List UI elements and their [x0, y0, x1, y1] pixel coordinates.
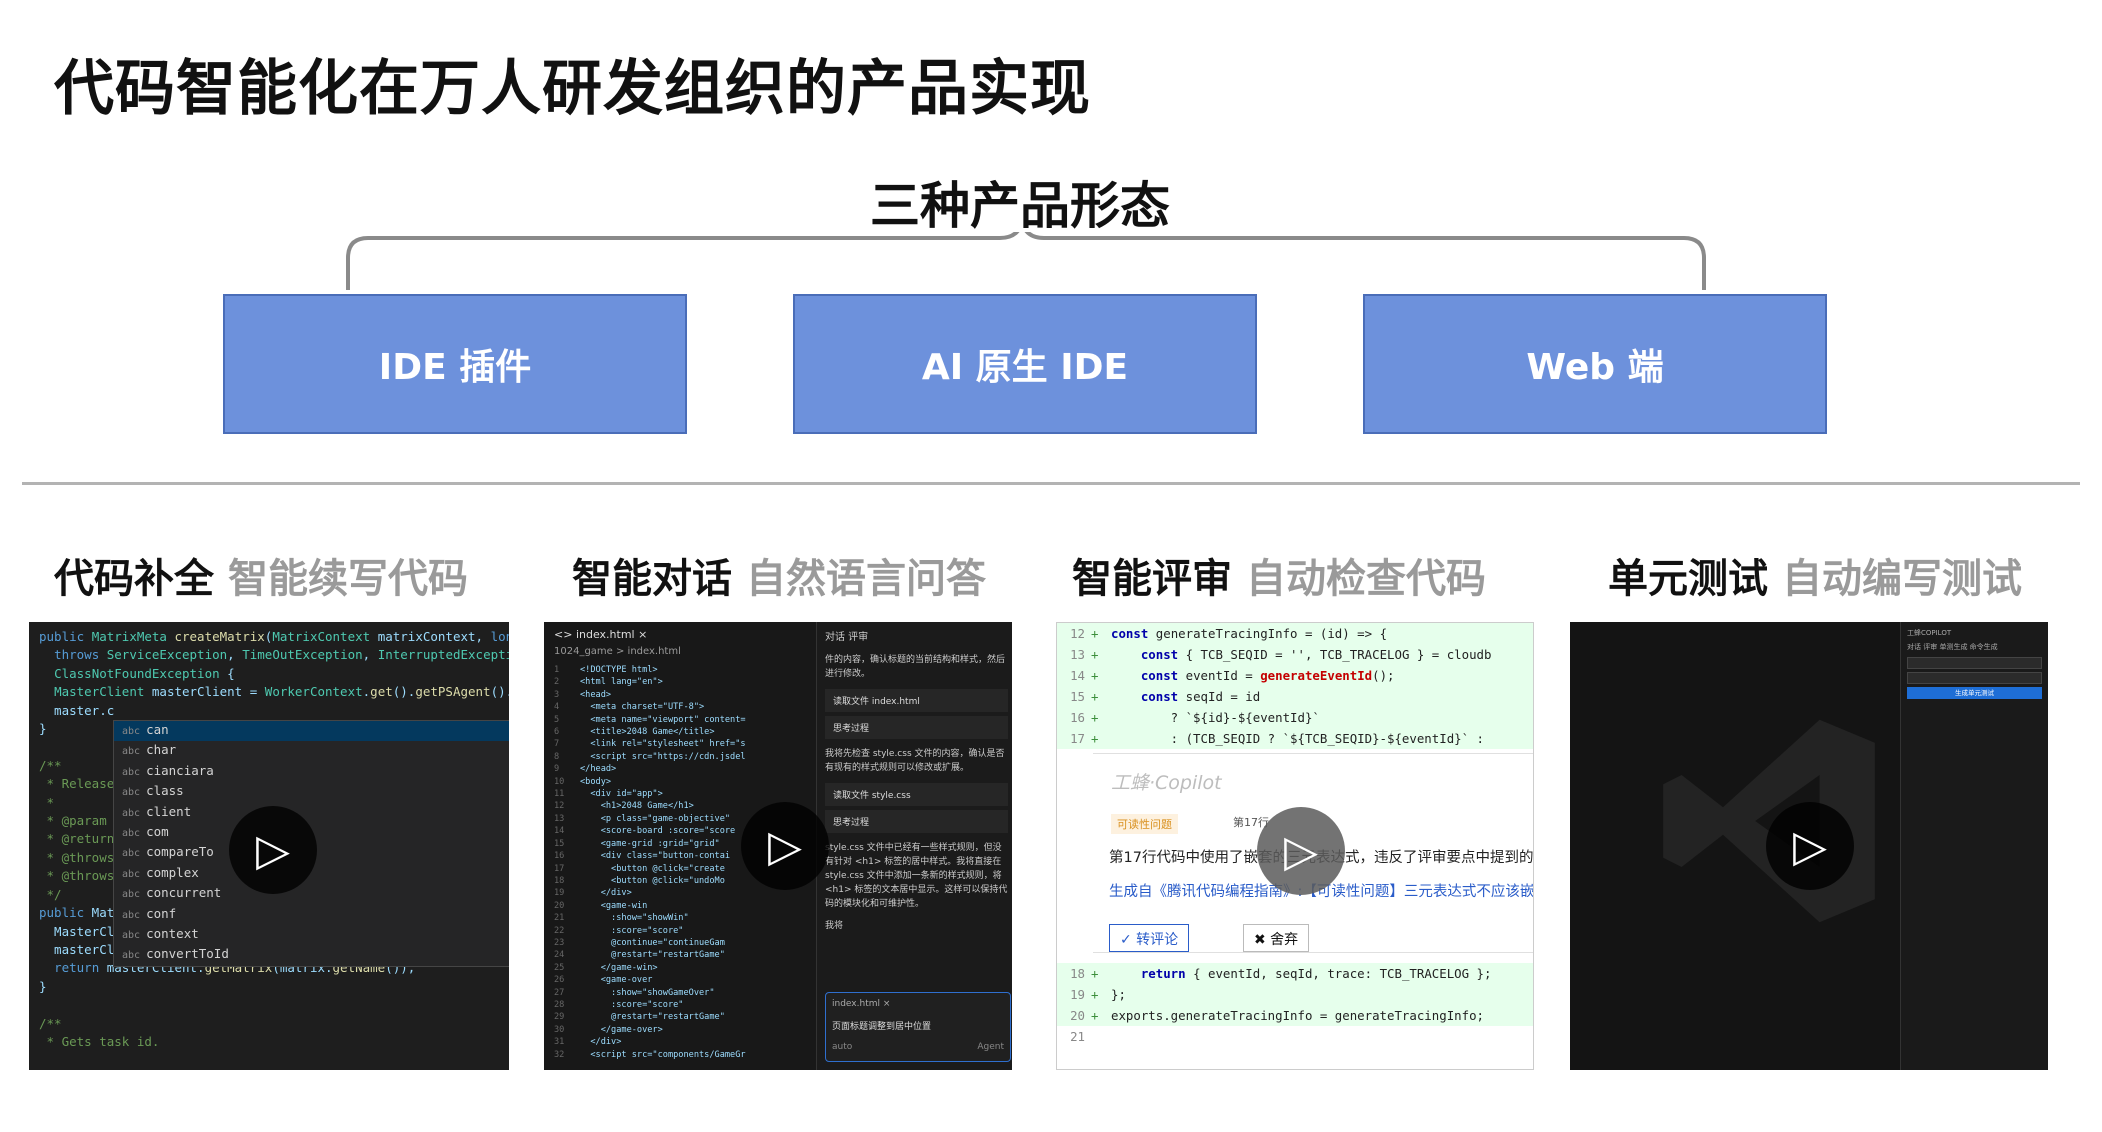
video-unit-test[interactable]: 工蜂COPILOT 对话 评审 单测生成 命令生成 生成单元测试 ▷ — [1570, 622, 2048, 1070]
play-icon[interactable]: ▷ — [741, 802, 829, 890]
vscode-logo-icon — [1663, 719, 1875, 923]
chat-tabs[interactable]: 对话 评审 — [825, 632, 869, 643]
feature-label-completion: 代码补全智能续写代码 — [54, 556, 468, 602]
form-web: Web 端 — [1363, 294, 1827, 434]
breadcrumb: 1024_game > index.html — [554, 646, 681, 657]
completion-code: public MatrixMeta createMatrix(MatrixCon… — [39, 629, 509, 1049]
brace-connector — [346, 232, 1706, 290]
thinking-toggle[interactable]: 思考过程 — [825, 810, 1008, 833]
feature-label-unit-test: 单元测试自动编写测试 — [1608, 556, 2022, 602]
chat-panel: 对话 评审 件的内容，确认标题的当前结构和样式，然后进行修改。 读取文件 ind… — [816, 622, 1012, 1070]
sidebar-path-field[interactable] — [1907, 672, 2042, 684]
sidebar-tabs[interactable]: 对话 评审 单测生成 命令生成 — [1907, 643, 1998, 651]
tool-call-read-file[interactable]: 读取文件 style.css — [825, 783, 1008, 806]
product-forms-title: 三种产品形态 — [870, 177, 1170, 235]
generate-test-button[interactable]: 生成单元测试 — [1907, 687, 2042, 699]
product-forms-row: IDE 插件 AI 原生 IDE Web 端 — [0, 294, 2102, 434]
form-ide-plugin: IDE 插件 — [223, 294, 687, 434]
thinking-toggle[interactable]: 思考过程 — [825, 716, 1008, 739]
feature-label-chat: 智能对话自然语言问答 — [572, 556, 986, 602]
play-icon[interactable]: ▷ — [1257, 807, 1345, 895]
video-code-review[interactable]: 12+const generateTracingInfo = (id) => {… — [1056, 622, 1534, 1070]
video-chat[interactable]: <> index.html × 1024_game > index.html 1… — [544, 622, 1012, 1070]
play-icon[interactable]: ▷ — [229, 806, 317, 894]
form-ai-native-ide: AI 原生 IDE — [793, 294, 1257, 434]
review-code-bottom: 18+ return { eventId, seqId, trace: TCB_… — [1057, 963, 1533, 1047]
section-divider — [22, 482, 2080, 485]
page-title: 代码智能化在万人研发组织的产品实现 — [54, 54, 1091, 124]
discard-button[interactable]: ✖ 舍弃 — [1243, 924, 1310, 952]
review-code-top: 12+const generateTracingInfo = (id) => {… — [1057, 623, 1533, 749]
issue-tag: 可读性问题 — [1111, 814, 1178, 834]
tool-call-read-file[interactable]: 读取文件 index.html — [825, 689, 1008, 712]
convert-comment-button[interactable]: ✓ 转评论 — [1109, 924, 1190, 952]
sidebar-input[interactable] — [1907, 657, 2042, 669]
copilot-logo: 工蜂·Copilot — [1111, 772, 1222, 794]
chat-input[interactable]: index.html × 页面标题调整到居中位置 auto Agent — [825, 992, 1011, 1062]
editor-tab[interactable]: <> index.html × — [554, 628, 648, 641]
copilot-sidebar: 工蜂COPILOT 对话 评审 单测生成 命令生成 生成单元测试 — [1900, 622, 2048, 1070]
video-code-completion[interactable]: public MatrixMeta createMatrix(MatrixCon… — [29, 622, 509, 1070]
play-icon[interactable]: ▷ — [1766, 802, 1854, 890]
feature-label-review: 智能评审自动检查代码 — [1072, 556, 1486, 602]
chat-code: 1<!DOCTYPE html> 2<html lang="en"> 3<hea… — [554, 665, 746, 1060]
